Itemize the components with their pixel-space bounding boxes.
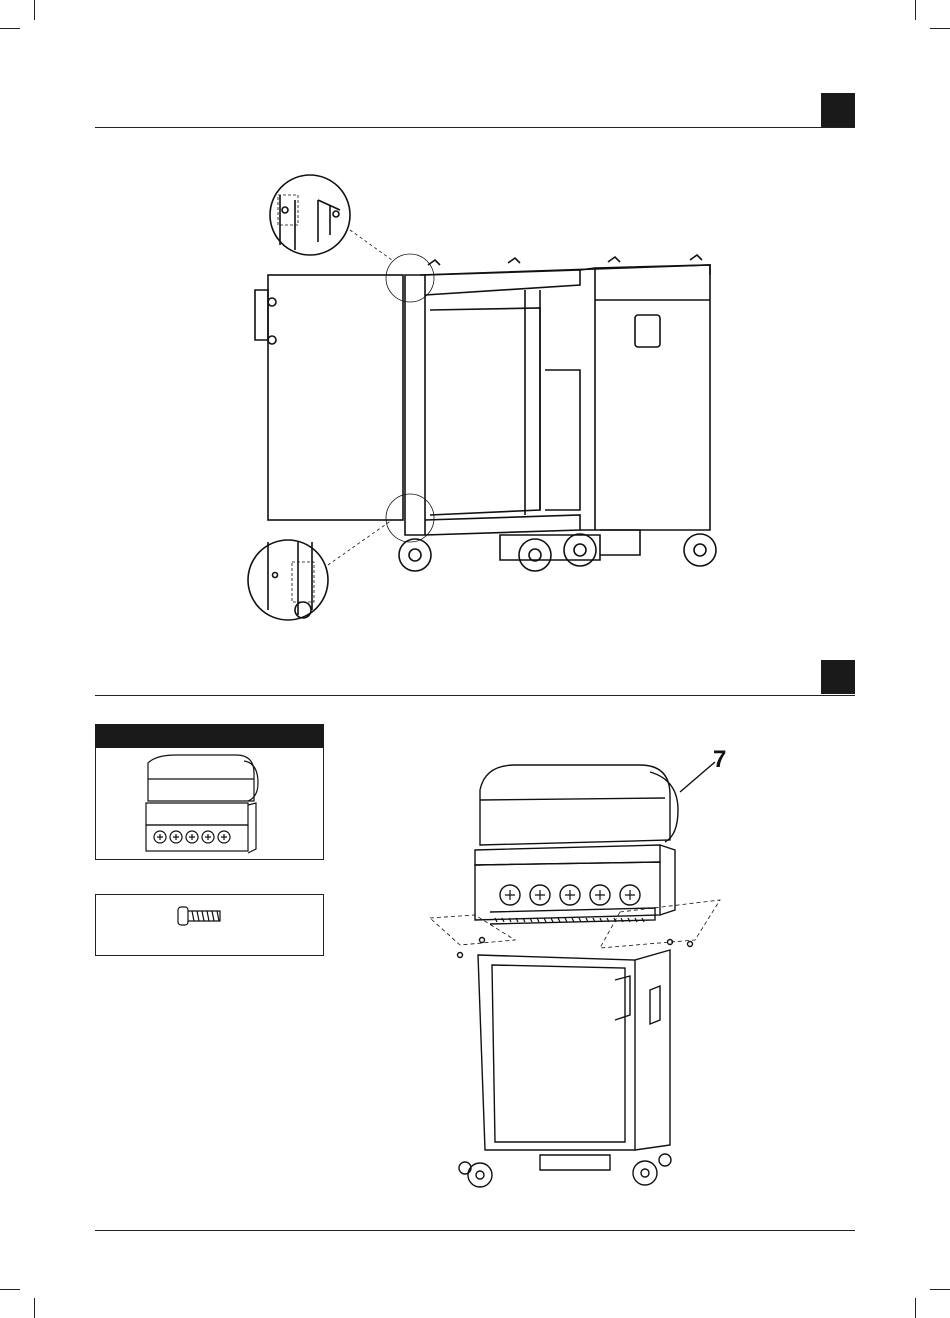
crop-mark-br-v: [915, 1298, 916, 1318]
part-panel-grill-head: ​: [95, 724, 324, 860]
section2-rule: [95, 695, 855, 696]
section1-step-block: [821, 93, 855, 127]
screw-icon: [176, 903, 226, 929]
section1-rule: [95, 127, 855, 128]
crop-mark-bl-h: [0, 1289, 20, 1290]
part-panel-header: [95, 724, 324, 748]
crop-mark-tr-h: [930, 28, 950, 29]
grill-head-illustration: ​: [136, 753, 266, 857]
crop-mark-tl-v: [34, 0, 35, 20]
crop-mark-tr-v: [915, 0, 916, 20]
section2-step-block: [821, 660, 855, 694]
crop-mark-br-h: [930, 1289, 950, 1290]
crop-mark-tl-h: [0, 28, 20, 29]
part-panel-screw: [95, 894, 324, 956]
footer-rule: [95, 1230, 855, 1231]
crop-mark-bl-v: [34, 1298, 35, 1318]
cart-cabinet-illustration: [420, 750, 750, 1200]
cart-frame-illustration: [240, 170, 740, 630]
